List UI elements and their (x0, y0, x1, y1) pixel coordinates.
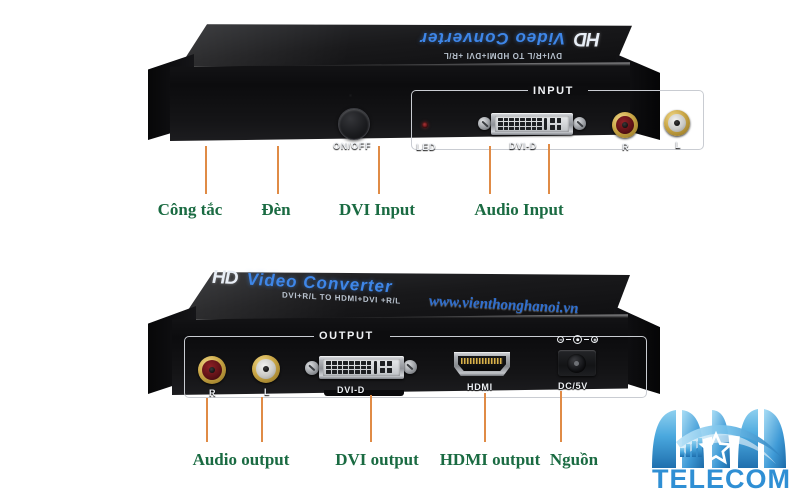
led-indicator (422, 122, 428, 128)
callout-audio-output: Audio output (192, 450, 290, 469)
polarity-minus-icon (557, 336, 564, 343)
rca-left-silk: L (264, 387, 271, 397)
leader-line-audio-input-l (548, 144, 550, 194)
rca-right-silk: R (209, 388, 217, 398)
leader-line-nguon (560, 391, 562, 442)
dvi-flat-blade (374, 361, 377, 374)
power-button[interactable] (338, 108, 370, 140)
dvi-quad-pins (550, 118, 562, 130)
leader-line-dvi-input (378, 146, 380, 194)
dvi-pin-grid (498, 118, 542, 131)
callout-den: Đèn (261, 200, 291, 219)
brand-subtitle-text: DVI+R/L TO HDMI+DVI +R/L (443, 51, 562, 60)
callout-hdmi-output: HDMI output (439, 450, 541, 469)
dvi-d-silk: DVI-D (337, 385, 365, 395)
logo-wordmark: TELECOM (652, 464, 791, 494)
callout-dvi-input: DVI Input (338, 200, 416, 219)
hdmi-silk: HDMI (467, 382, 493, 392)
dvi-d-port[interactable] (305, 354, 417, 382)
dvi-flat-blade (544, 118, 547, 130)
rca-right-jack[interactable] (198, 356, 226, 384)
output-panel-label: OUTPUT (319, 330, 374, 342)
rca-left-jack[interactable] (664, 110, 690, 136)
dvi-quad-pins (380, 361, 392, 374)
rca-left-pin (674, 120, 680, 126)
dvi-pin-grid (326, 361, 372, 374)
leader-line-cong-tac (205, 146, 207, 194)
bracket-label-gap (314, 331, 390, 341)
dc-center-pin (574, 361, 579, 366)
power-button-silk: ON/OFF (333, 141, 372, 151)
polarity-plus-icon (591, 336, 598, 343)
leader-line-dvi-output (370, 395, 372, 442)
dvi-screw-right (573, 117, 586, 130)
polarity-dash-right (584, 338, 589, 341)
leader-line-den (277, 146, 279, 194)
dc-power-silk: DC/5V (558, 381, 589, 391)
leader-line-audio-input-r (489, 146, 491, 194)
bracket-label-gap (528, 86, 588, 95)
rca-right-silk: R (622, 142, 630, 152)
rca-right-pin (209, 367, 215, 373)
hn-telecom-logo-icon (652, 409, 786, 468)
hdmi-port[interactable] (454, 352, 510, 376)
input-device: HD Video Converter DVI+R/L TO HDMI+DVI +… (148, 24, 704, 152)
hn-telecom-logo: TELECOM (646, 398, 794, 496)
polarity-dash-left (566, 338, 571, 341)
dvi-screw-left (478, 117, 491, 130)
rca-left-pin (263, 366, 269, 372)
brand-hd-text: HD (212, 266, 238, 290)
leader-line-hdmi-output (484, 393, 486, 442)
rca-left-jack[interactable] (252, 355, 280, 383)
panel-screw-dot (349, 94, 352, 97)
dvi-screw-left (305, 361, 319, 375)
input-panel-label: INPUT (533, 85, 574, 97)
leader-line-audio-output-r (206, 398, 208, 442)
device-foot-notch (324, 390, 404, 396)
callout-nguon: Nguồn (549, 450, 599, 469)
leader-line-audio-output-l (261, 397, 263, 442)
dc-power-jack[interactable] (558, 350, 596, 376)
brand-model-text: Video Converter (419, 29, 566, 48)
rca-right-jack[interactable] (612, 112, 638, 138)
rca-right-pin (622, 122, 628, 128)
callout-dvi-output: DVI output (335, 450, 419, 469)
led-silk: LED (416, 142, 437, 152)
callout-cong-tac: Công tắc (157, 200, 223, 219)
callout-audio-input: Audio Input (474, 200, 564, 219)
output-device: HD Video Converter DVI+R/L TO HDMI+DVI +… (148, 267, 660, 398)
dvi-screw-right (403, 360, 417, 374)
output-panel-bracket (184, 336, 647, 398)
hdmi-gold-contacts (461, 358, 503, 364)
polarity-center-icon (573, 335, 582, 344)
dvi-d-port[interactable] (478, 111, 586, 137)
dc-polarity-icon (557, 335, 598, 344)
device-brand: HD Video Converter DVI+R/L TO HDMI+DVI +… (260, 27, 600, 61)
dvi-d-silk: DVI-D (509, 141, 537, 151)
brand-hd-text: HD (574, 28, 600, 49)
rca-left-silk: L (675, 140, 682, 150)
